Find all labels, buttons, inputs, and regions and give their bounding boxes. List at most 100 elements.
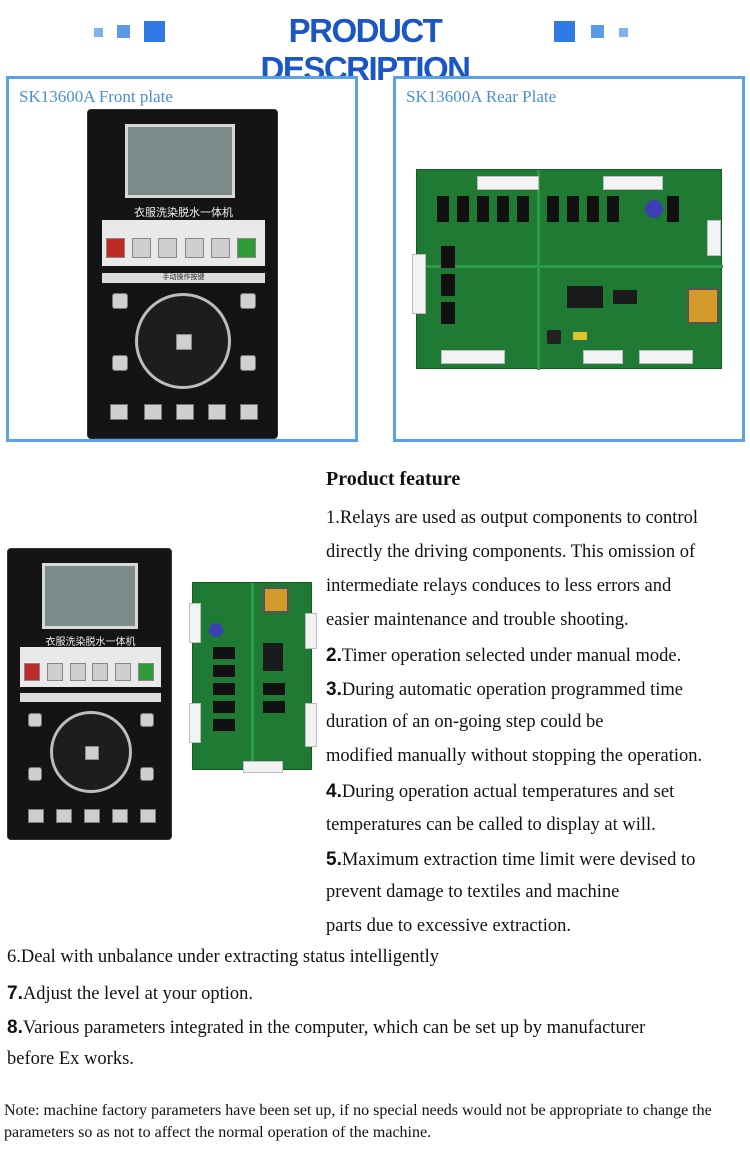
- feature-8-line-1: 8.Various parameters integrated in the c…: [7, 1017, 645, 1039]
- dial: [50, 711, 132, 793]
- pcb-capacitor: [547, 330, 561, 344]
- pcb-relay: [213, 701, 235, 713]
- pcb-connector: [305, 613, 317, 649]
- key: [184, 238, 204, 258]
- key-row: [24, 663, 154, 681]
- decor-square: [619, 28, 628, 37]
- bottom-key: [56, 809, 72, 823]
- pcb-relay: [607, 196, 619, 222]
- pcb-relay: [213, 719, 235, 731]
- footer-note: Note: machine factory parameters have be…: [4, 1102, 712, 1141]
- key: [69, 663, 86, 681]
- bottom-key: [176, 404, 194, 420]
- lcd-screen: [42, 563, 138, 629]
- manual-band: 手动操作按键: [102, 273, 265, 283]
- decor-square: [94, 28, 103, 37]
- feature-number: 5.: [326, 849, 342, 870]
- front-plate-panel: SK13600A Front plate 衣服洗染脱水一体机 手动操作按键: [6, 76, 358, 442]
- bottom-key: [28, 809, 44, 823]
- feature-1-line-2: directly the driving components. This om…: [326, 542, 696, 562]
- feature-title: Product feature: [326, 468, 461, 490]
- side-key: [28, 767, 42, 781]
- section-header: PRODUCT DESCRIPTION: [0, 0, 750, 87]
- front-plate-small-image: 衣服洗染脱水一体机: [7, 548, 172, 840]
- key: [92, 663, 109, 681]
- feature-1-line-4: easier maintenance and trouble shooting.: [326, 610, 629, 630]
- pcb-chip: [263, 643, 283, 671]
- feature-8-line-2: before Ex works.: [7, 1049, 134, 1069]
- feature-3-line-2: duration of an on-going step could be: [326, 712, 604, 732]
- pcb-relay: [457, 196, 469, 222]
- side-key: [140, 767, 154, 781]
- pcb-potentiometer: [209, 623, 223, 637]
- key: [46, 663, 63, 681]
- dial-center-key: [85, 746, 99, 760]
- key: [24, 663, 40, 681]
- pcb-connector: [603, 176, 663, 190]
- feature-text: Adjust the level at your option.: [22, 984, 254, 1004]
- pcb-relay: [497, 196, 509, 222]
- pcb-potentiometer: [645, 200, 663, 218]
- key: [137, 663, 154, 681]
- pcb-small-image: [189, 582, 317, 773]
- key: [115, 663, 132, 681]
- dial-center-key: [176, 334, 192, 350]
- side-key: [240, 355, 256, 371]
- bottom-key: [208, 404, 226, 420]
- pcb-connector: [441, 350, 505, 364]
- key: [210, 238, 230, 258]
- pcb-relay: [213, 647, 235, 659]
- decor-square: [591, 25, 604, 38]
- pcb-relay: [263, 683, 285, 695]
- key: [236, 238, 256, 258]
- side-key: [240, 293, 256, 309]
- feature-1-line-1: 1.Relays are used as output components t…: [326, 508, 698, 529]
- bottom-key: [144, 404, 162, 420]
- key: [132, 238, 152, 258]
- feature-text: Maximum extraction time limit were devis…: [341, 850, 696, 870]
- pcb-chip: [567, 286, 603, 308]
- pcb-relay: [441, 246, 455, 268]
- bottom-key: [140, 809, 156, 823]
- feature-number: 4.: [326, 781, 342, 802]
- decor-square: [554, 21, 575, 42]
- pcb-connector: [583, 350, 623, 364]
- feature-5-line-1: 5.Maximum extraction time limit were dev…: [326, 849, 695, 871]
- feature-text: Timer operation selected under manual mo…: [341, 646, 682, 666]
- bottom-key: [110, 404, 128, 420]
- key-row: [106, 238, 256, 258]
- feature-1-line-3: intermediate relays conduces to less err…: [326, 576, 672, 596]
- feature-text: During automatic operation programmed ti…: [341, 680, 683, 700]
- pcb-connector: [707, 220, 721, 256]
- pcb-relay: [477, 196, 489, 222]
- pcb-relay: [263, 701, 285, 713]
- manual-label: 手动操作按键: [162, 273, 205, 281]
- pcb-capacitor: [573, 332, 587, 340]
- feature-2-line-1: 2.Timer operation selected under manual …: [326, 645, 681, 667]
- pcb-relay: [441, 274, 455, 296]
- side-key: [112, 355, 128, 371]
- feature-number: 3.: [326, 679, 342, 700]
- decor-square: [117, 25, 130, 38]
- pcb-relay: [213, 683, 235, 695]
- pcb-relay: [441, 302, 455, 324]
- feature-5-line-2: prevent damage to textiles and machine: [326, 882, 620, 902]
- pcb-chip: [613, 290, 637, 304]
- feature-4-line-2: temperatures can be called to display at…: [326, 815, 656, 835]
- front-plate-label: SK13600A Front plate: [19, 87, 173, 106]
- button-strip: [20, 647, 161, 687]
- feature-text: Deal with unbalance under extracting sta…: [20, 947, 440, 967]
- feature-7-line-1: 7.Adjust the level at your option.: [7, 983, 253, 1005]
- pcb-trace: [251, 583, 254, 771]
- feature-text: During operation actual temperatures and…: [341, 782, 675, 802]
- pcb-connector: [243, 761, 283, 773]
- dial: [135, 293, 231, 389]
- pcb-connector: [639, 350, 693, 364]
- pcb-image: [412, 169, 723, 370]
- side-key: [28, 713, 42, 727]
- side-key: [112, 293, 128, 309]
- plate-title-small: 衣服洗染脱水一体机: [45, 637, 136, 648]
- feature-text: Various parameters integrated in the com…: [22, 1018, 646, 1038]
- decor-square: [144, 21, 165, 42]
- button-strip: [102, 220, 265, 266]
